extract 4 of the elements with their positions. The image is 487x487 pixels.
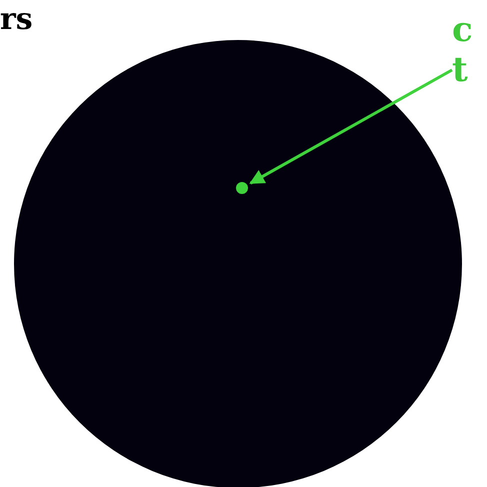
heading-fragment: rs [0, 2, 33, 37]
leader-arrow [249, 68, 453, 184]
marker-dot [236, 182, 248, 194]
callout-text: c t [452, 10, 486, 90]
